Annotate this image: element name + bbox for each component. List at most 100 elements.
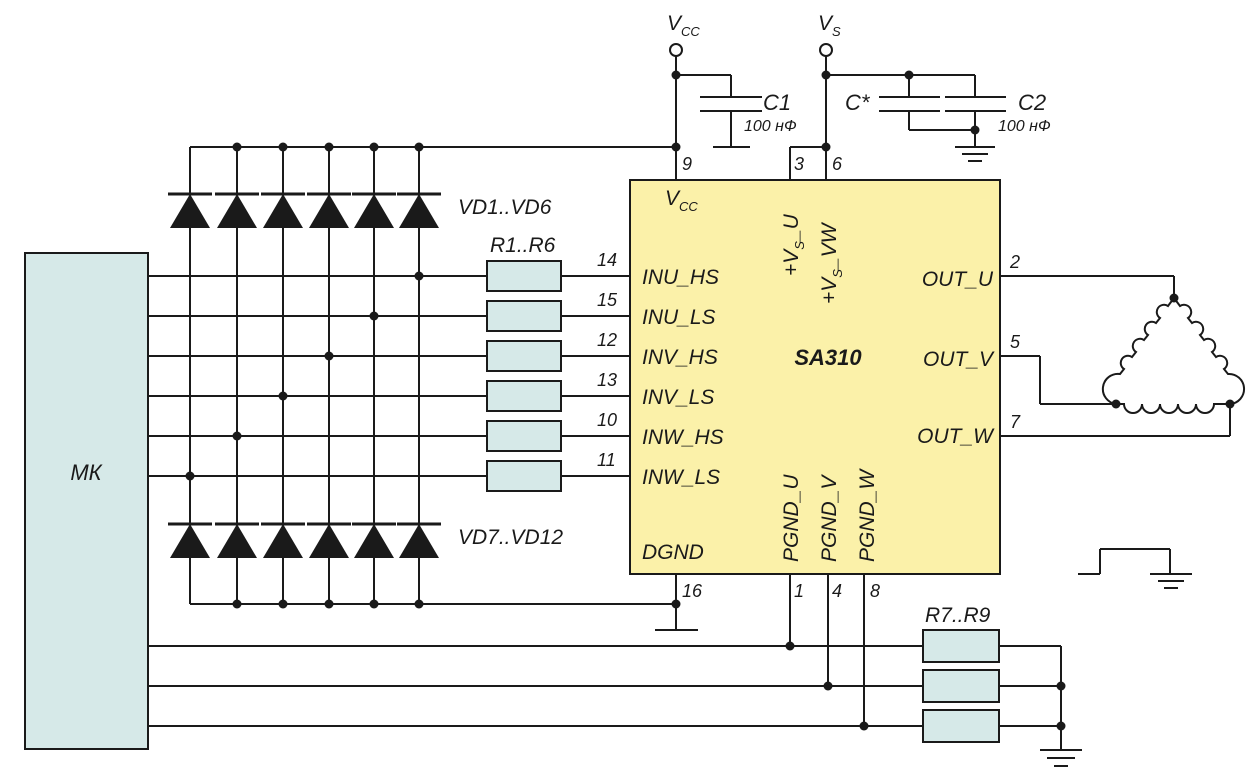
ic-name: SA310: [794, 345, 862, 370]
pin-label-inw-hs: INW_HS: [642, 426, 724, 449]
mcu-label: МК: [70, 460, 102, 485]
junction-dot: [821, 70, 831, 80]
legend-ground-icon: [1150, 573, 1192, 589]
junction-dot: [785, 641, 795, 651]
ic-top-pins: VCC 9 3 6 +VS_U +VS_VW: [665, 154, 845, 304]
winding-bottom: [1116, 403, 1230, 414]
pin-label-pgnd-v: PGND_V: [818, 474, 841, 562]
shunt-resistors: [922, 629, 1000, 743]
shunt-resistors-label: R7..R9: [925, 604, 991, 627]
diode-vd-4: [307, 192, 351, 228]
junction-dot: [232, 431, 242, 441]
vs-terminal: [819, 43, 833, 57]
mcu-block: [24, 252, 149, 750]
pin-label-pgnd-u: PGND_U: [780, 474, 803, 562]
resistor-r6: [486, 460, 562, 492]
junction-dot: [671, 70, 681, 80]
diodes-top-label: VD1..VD6: [458, 196, 552, 219]
shunt-ground-icon: [1040, 749, 1082, 767]
vcc-terminal: [669, 43, 683, 57]
pin-label-dgnd: DGND: [642, 541, 704, 564]
cstar-name: C*: [845, 90, 871, 115]
resistor-r5: [486, 420, 562, 452]
junction-dot: [904, 70, 914, 80]
diode-vd-lower-3: [261, 522, 305, 558]
junction-dot: [278, 142, 288, 152]
junction-dot: [671, 599, 681, 609]
pin-label-inu-ls: INU_LS: [642, 306, 716, 329]
pin-label-vs-vw: +VS_VW: [818, 221, 845, 304]
junction-dot: [324, 142, 334, 152]
c2-name: C2: [1018, 90, 1046, 115]
diode-vd-2: [215, 192, 259, 228]
junction-dot: [185, 471, 195, 481]
pin-num-3: 3: [794, 154, 804, 174]
vcc-rail-label: VCC: [667, 12, 700, 39]
pin-num-16: 16: [682, 581, 703, 601]
pin-label-inv-hs: INV_HS: [642, 346, 718, 369]
junction-dot: [970, 125, 980, 135]
junction-dot: [369, 599, 379, 609]
ic-left-pin-numbers: 14 15 12 13 10 11: [597, 250, 618, 470]
resistor-r1: [486, 260, 562, 292]
junction-dot: [1169, 293, 1179, 303]
junction-dot: [369, 311, 379, 321]
pin-num-9: 9: [682, 154, 692, 174]
pin-num-2: 2: [1009, 252, 1020, 272]
pin-label-out-u: OUT_U: [922, 268, 994, 291]
pin-num-8: 8: [870, 581, 880, 601]
c2-value: 100 нФ: [998, 118, 1051, 135]
cap-ground-icon: [955, 146, 995, 162]
ground-symbols: [655, 146, 1192, 767]
pin-num-13: 13: [597, 370, 617, 390]
pin-num-4: 4: [832, 581, 842, 601]
junction-dot: [1056, 721, 1066, 731]
pin-num-6: 6: [832, 154, 843, 174]
diode-vd-3: [261, 192, 305, 228]
junction-dot: [369, 142, 379, 152]
diode-vd-lower-1: [168, 522, 212, 558]
diode-vd-lower-4: [307, 522, 351, 558]
pin-num-5: 5: [1010, 332, 1021, 352]
motor-windings: [1101, 297, 1246, 414]
junction-dot: [414, 599, 424, 609]
diodes-bottom-label: VD7..VD12: [458, 526, 563, 549]
junction-dot: [278, 391, 288, 401]
diode-vd-lower-5: [352, 522, 396, 558]
junction-dot: [414, 271, 424, 281]
winding-right: [1173, 297, 1246, 405]
resistor-r3: [486, 340, 562, 372]
junction-dot: [414, 142, 424, 152]
diode-vd-lower-2: [215, 522, 259, 558]
winding-left: [1101, 297, 1175, 405]
pin-label-pgnd-w: PGND_W: [856, 468, 879, 562]
diode-vd-1: [168, 192, 212, 228]
diodes-top-group: [168, 192, 441, 228]
pin-label-inu-hs: INU_HS: [642, 266, 719, 289]
ic-left-pin-labels: INU_HS INU_LS INV_HS INV_LS INW_HS INW_L…: [642, 266, 724, 489]
input-resistors: [486, 260, 562, 492]
junction-dot: [671, 142, 681, 152]
junction-dot: [821, 142, 831, 152]
diode-vd-6: [397, 192, 441, 228]
junction-dot: [1111, 399, 1121, 409]
pin-num-12: 12: [597, 330, 617, 350]
junction-dot: [324, 599, 334, 609]
capacitor-plates: [700, 96, 1006, 112]
resistor-r7: [922, 629, 1000, 663]
pin-label-inv-ls: INV_LS: [642, 386, 714, 409]
vs-rail-label: VS: [818, 12, 841, 39]
c1-name: C1: [763, 90, 791, 115]
input-resistors-label: R1..R6: [490, 234, 556, 257]
pin-num-14: 14: [597, 250, 617, 270]
junction-dot: [324, 351, 334, 361]
resistor-r4: [486, 380, 562, 412]
resistor-r2: [486, 300, 562, 332]
pin-label-out-v: OUT_V: [923, 348, 995, 371]
diode-vd-lower-6: [397, 522, 441, 558]
pin-num-11: 11: [597, 450, 616, 470]
pin-label-vs-u: +VS_U: [780, 213, 807, 276]
ic-bottom-pins: DGND PGND_U PGND_V PGND_W 16 1 4 8: [642, 468, 880, 601]
resistor-r8: [922, 669, 1000, 703]
